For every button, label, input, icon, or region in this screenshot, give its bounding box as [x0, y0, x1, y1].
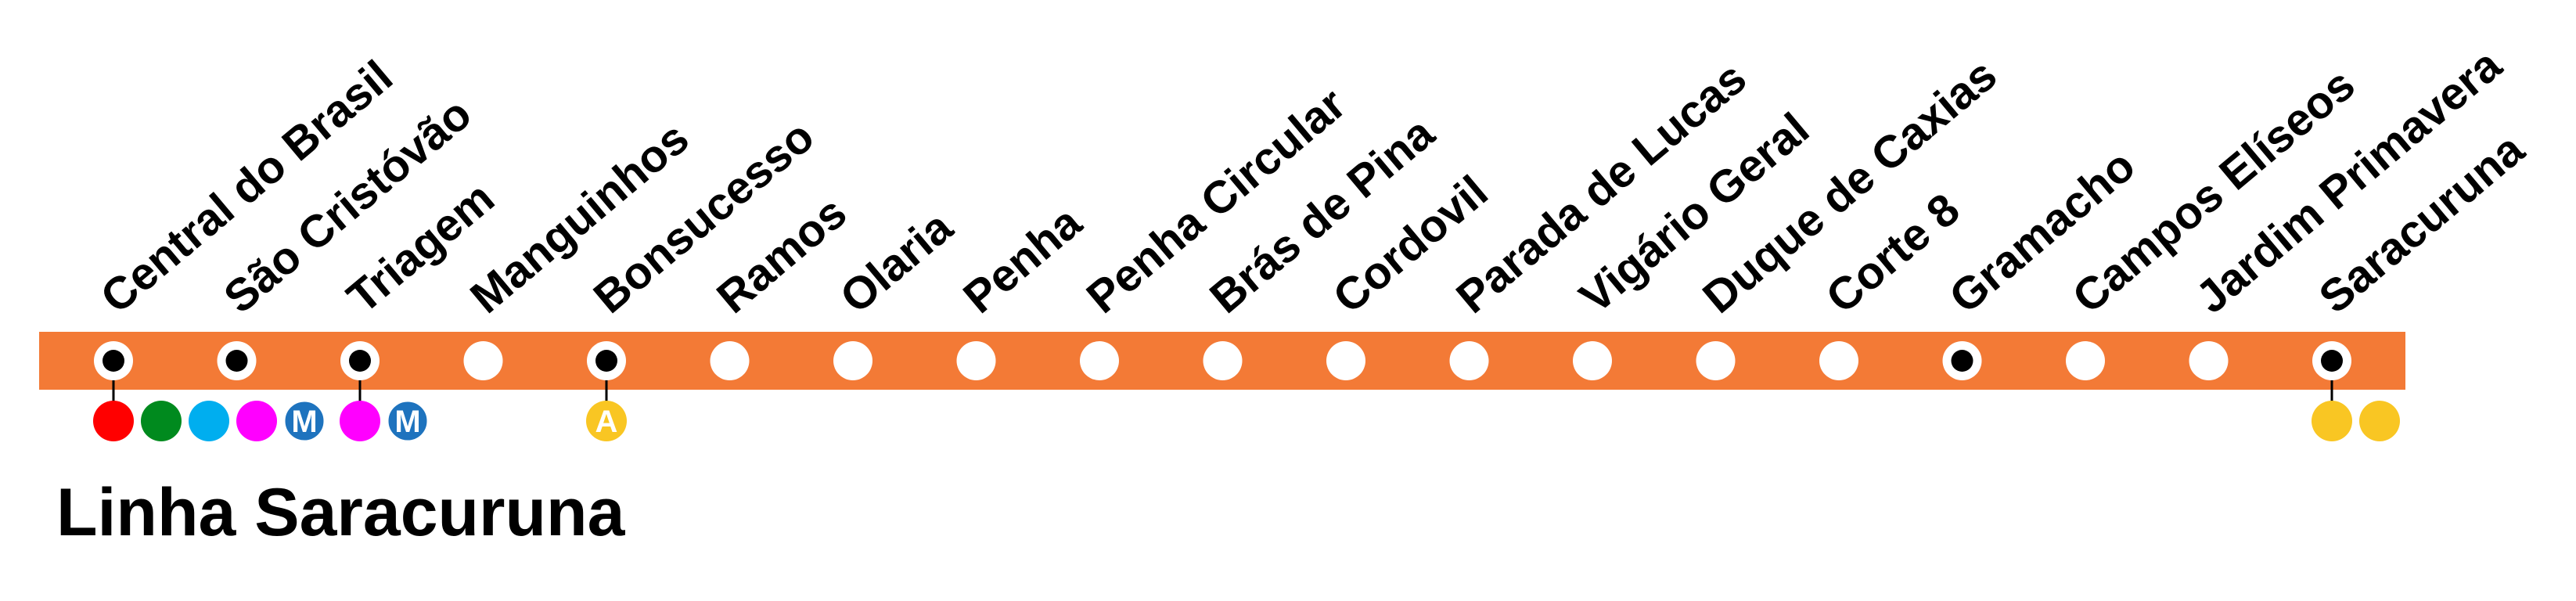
metro-icon-letter: M — [394, 405, 420, 439]
connection-line-badge — [236, 401, 277, 441]
connection-symbol: A — [595, 405, 618, 439]
station-marker — [1203, 341, 1243, 380]
connection-line-badge — [2312, 401, 2352, 441]
station-marker — [1326, 341, 1365, 380]
metro-icon-circle — [386, 399, 430, 443]
interchange-dot — [103, 350, 124, 372]
connection-line-badge — [141, 401, 182, 441]
metro-icon: M — [386, 399, 430, 443]
line-title: Linha Saracuruna — [56, 475, 625, 550]
metro-icon-circle — [282, 399, 326, 443]
station-marker — [956, 341, 996, 380]
interchange-dot — [2321, 350, 2343, 372]
interchange-dot — [225, 350, 248, 372]
station-marker — [1819, 341, 1858, 380]
connection-line-badge — [340, 401, 380, 441]
metro-icon-letter: M — [291, 405, 317, 439]
station-marker — [833, 341, 872, 380]
station-marker — [2189, 341, 2229, 380]
station-marker — [1449, 341, 1489, 380]
station-marker — [2066, 341, 2105, 380]
interchange-dot — [1951, 350, 1973, 372]
station-marker — [1696, 341, 1736, 380]
connection-line-badge — [189, 401, 229, 441]
interchange-dot — [349, 350, 371, 372]
station-name: Penha — [954, 196, 1092, 323]
connection-line-badge — [586, 401, 627, 441]
connection-line-badge — [93, 401, 134, 441]
station-marker — [1573, 341, 1612, 380]
connection-line-badge — [2359, 401, 2400, 441]
interchange-dot — [595, 350, 617, 372]
station-marker — [463, 341, 503, 380]
station-marker — [710, 341, 750, 380]
metro-icon: M — [282, 399, 326, 443]
station-marker — [1080, 341, 1119, 380]
